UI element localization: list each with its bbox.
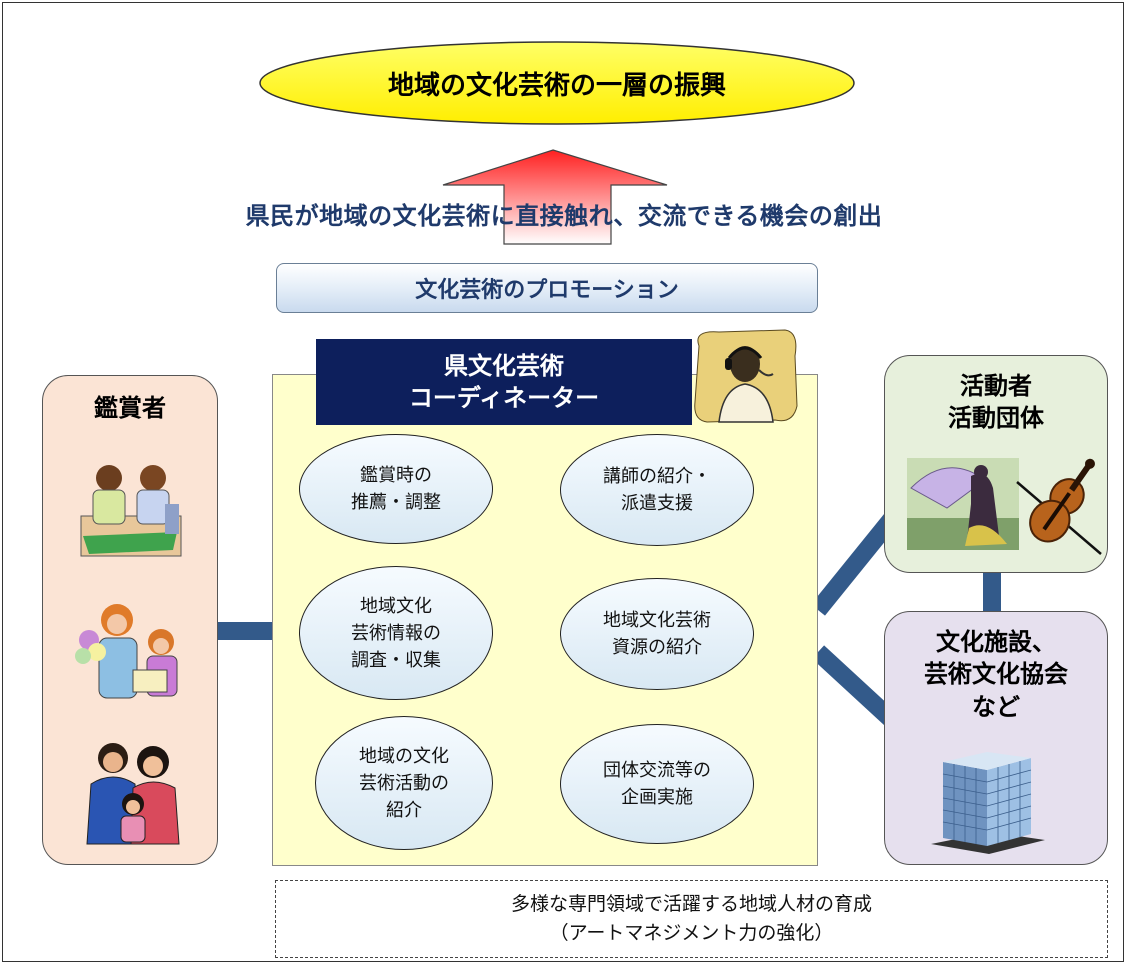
subtitle: 県民が地域の文化芸術に直接触れ、交流できる機会の創出 [245, 202, 883, 230]
role-oval-3: 地域文化 芸術情報の 調査・収集 [299, 566, 493, 700]
role-oval-5: 地域の文化 芸術活動の 紹介 [315, 716, 493, 850]
role-3-line3: 調査・収集 [351, 649, 441, 671]
viewers-title: 鑑賞者 [94, 394, 166, 422]
headset-man-icon [694, 329, 798, 423]
role-5-line1: 地域の文化 [359, 745, 449, 767]
family-icon [86, 743, 180, 845]
role-1-line1: 鑑賞時の [360, 465, 432, 486]
violin-icon [1016, 458, 1102, 555]
activity-title-line2: 活動団体 [948, 404, 1044, 433]
role-1-line2: 推薦・調整 [351, 492, 441, 513]
bottom-note-line2: （アートマネジメント力の強化） [549, 922, 834, 944]
facility-title: 文化施設、 芸術文化協会 など [885, 626, 1107, 723]
activity-title: 活動者 活動団体 [885, 370, 1107, 435]
facility-panel: 文化施設、 芸術文化協会 など [884, 611, 1108, 865]
role-6-line1: 団体交流等の [603, 760, 711, 781]
lower-right-connector [811, 645, 901, 729]
coordinator-title: 県文化芸術 コーディネーター [316, 339, 692, 425]
viewers-panel: 鑑賞者 [42, 375, 218, 865]
coordinator-title-line2: コーディネーター [408, 384, 600, 412]
role-3-line2: 芸術情報の [351, 622, 441, 644]
role-5-line2: 芸術活動の [359, 772, 449, 794]
elderly-couple-icon [80, 465, 182, 557]
bottom-note: 多様な専門領域で活躍する地域人材の育成 （アートマネジメント力の強化） [275, 880, 1108, 958]
fan-dancer-icon [907, 458, 1019, 550]
goal-text: 地域の文化芸術の一層の振興 [387, 70, 726, 101]
left-connector [216, 622, 274, 640]
activity-title-line1: 活動者 [960, 372, 1032, 400]
office-building-icon [931, 752, 1045, 854]
bottom-note-line1: 多様な専門領域で活躍する地域人材の育成 [510, 892, 872, 915]
role-5-line3: 紹介 [386, 799, 422, 821]
promotion-banner: 文化芸術のプロモーション [276, 263, 818, 313]
mother-child-flowers-icon [75, 604, 178, 699]
facility-title-line1: 文化施設、 [936, 628, 1056, 656]
goal-ellipse [259, 41, 855, 125]
facility-title-line3: など [972, 692, 1020, 721]
role-2-line2: 派遣支援 [621, 493, 693, 514]
role-3-line1: 地域文化 [360, 595, 432, 617]
role-oval-4: 地域文化芸術 資源の紹介 [560, 578, 754, 690]
role-oval-1: 鑑賞時の 推薦・調整 [299, 434, 493, 544]
role-2-line1: 講師の紹介・ [603, 466, 711, 487]
activity-panel: 活動者 活動団体 [884, 355, 1108, 573]
role-4-line2: 資源の紹介 [612, 637, 702, 658]
role-4-line1: 地域文化芸術 [603, 610, 711, 631]
facility-title-line2: 芸術文化協会 [924, 660, 1068, 689]
role-6-line2: 企画実施 [621, 787, 693, 808]
role-oval-2: 講師の紹介・ 派遣支援 [560, 434, 754, 546]
upper-right-connector [811, 510, 901, 616]
role-oval-6: 団体交流等の 企画実施 [560, 724, 754, 844]
vertical-right-connector [983, 570, 1001, 614]
coordinator-title-line1: 県文化芸術 [444, 351, 564, 380]
